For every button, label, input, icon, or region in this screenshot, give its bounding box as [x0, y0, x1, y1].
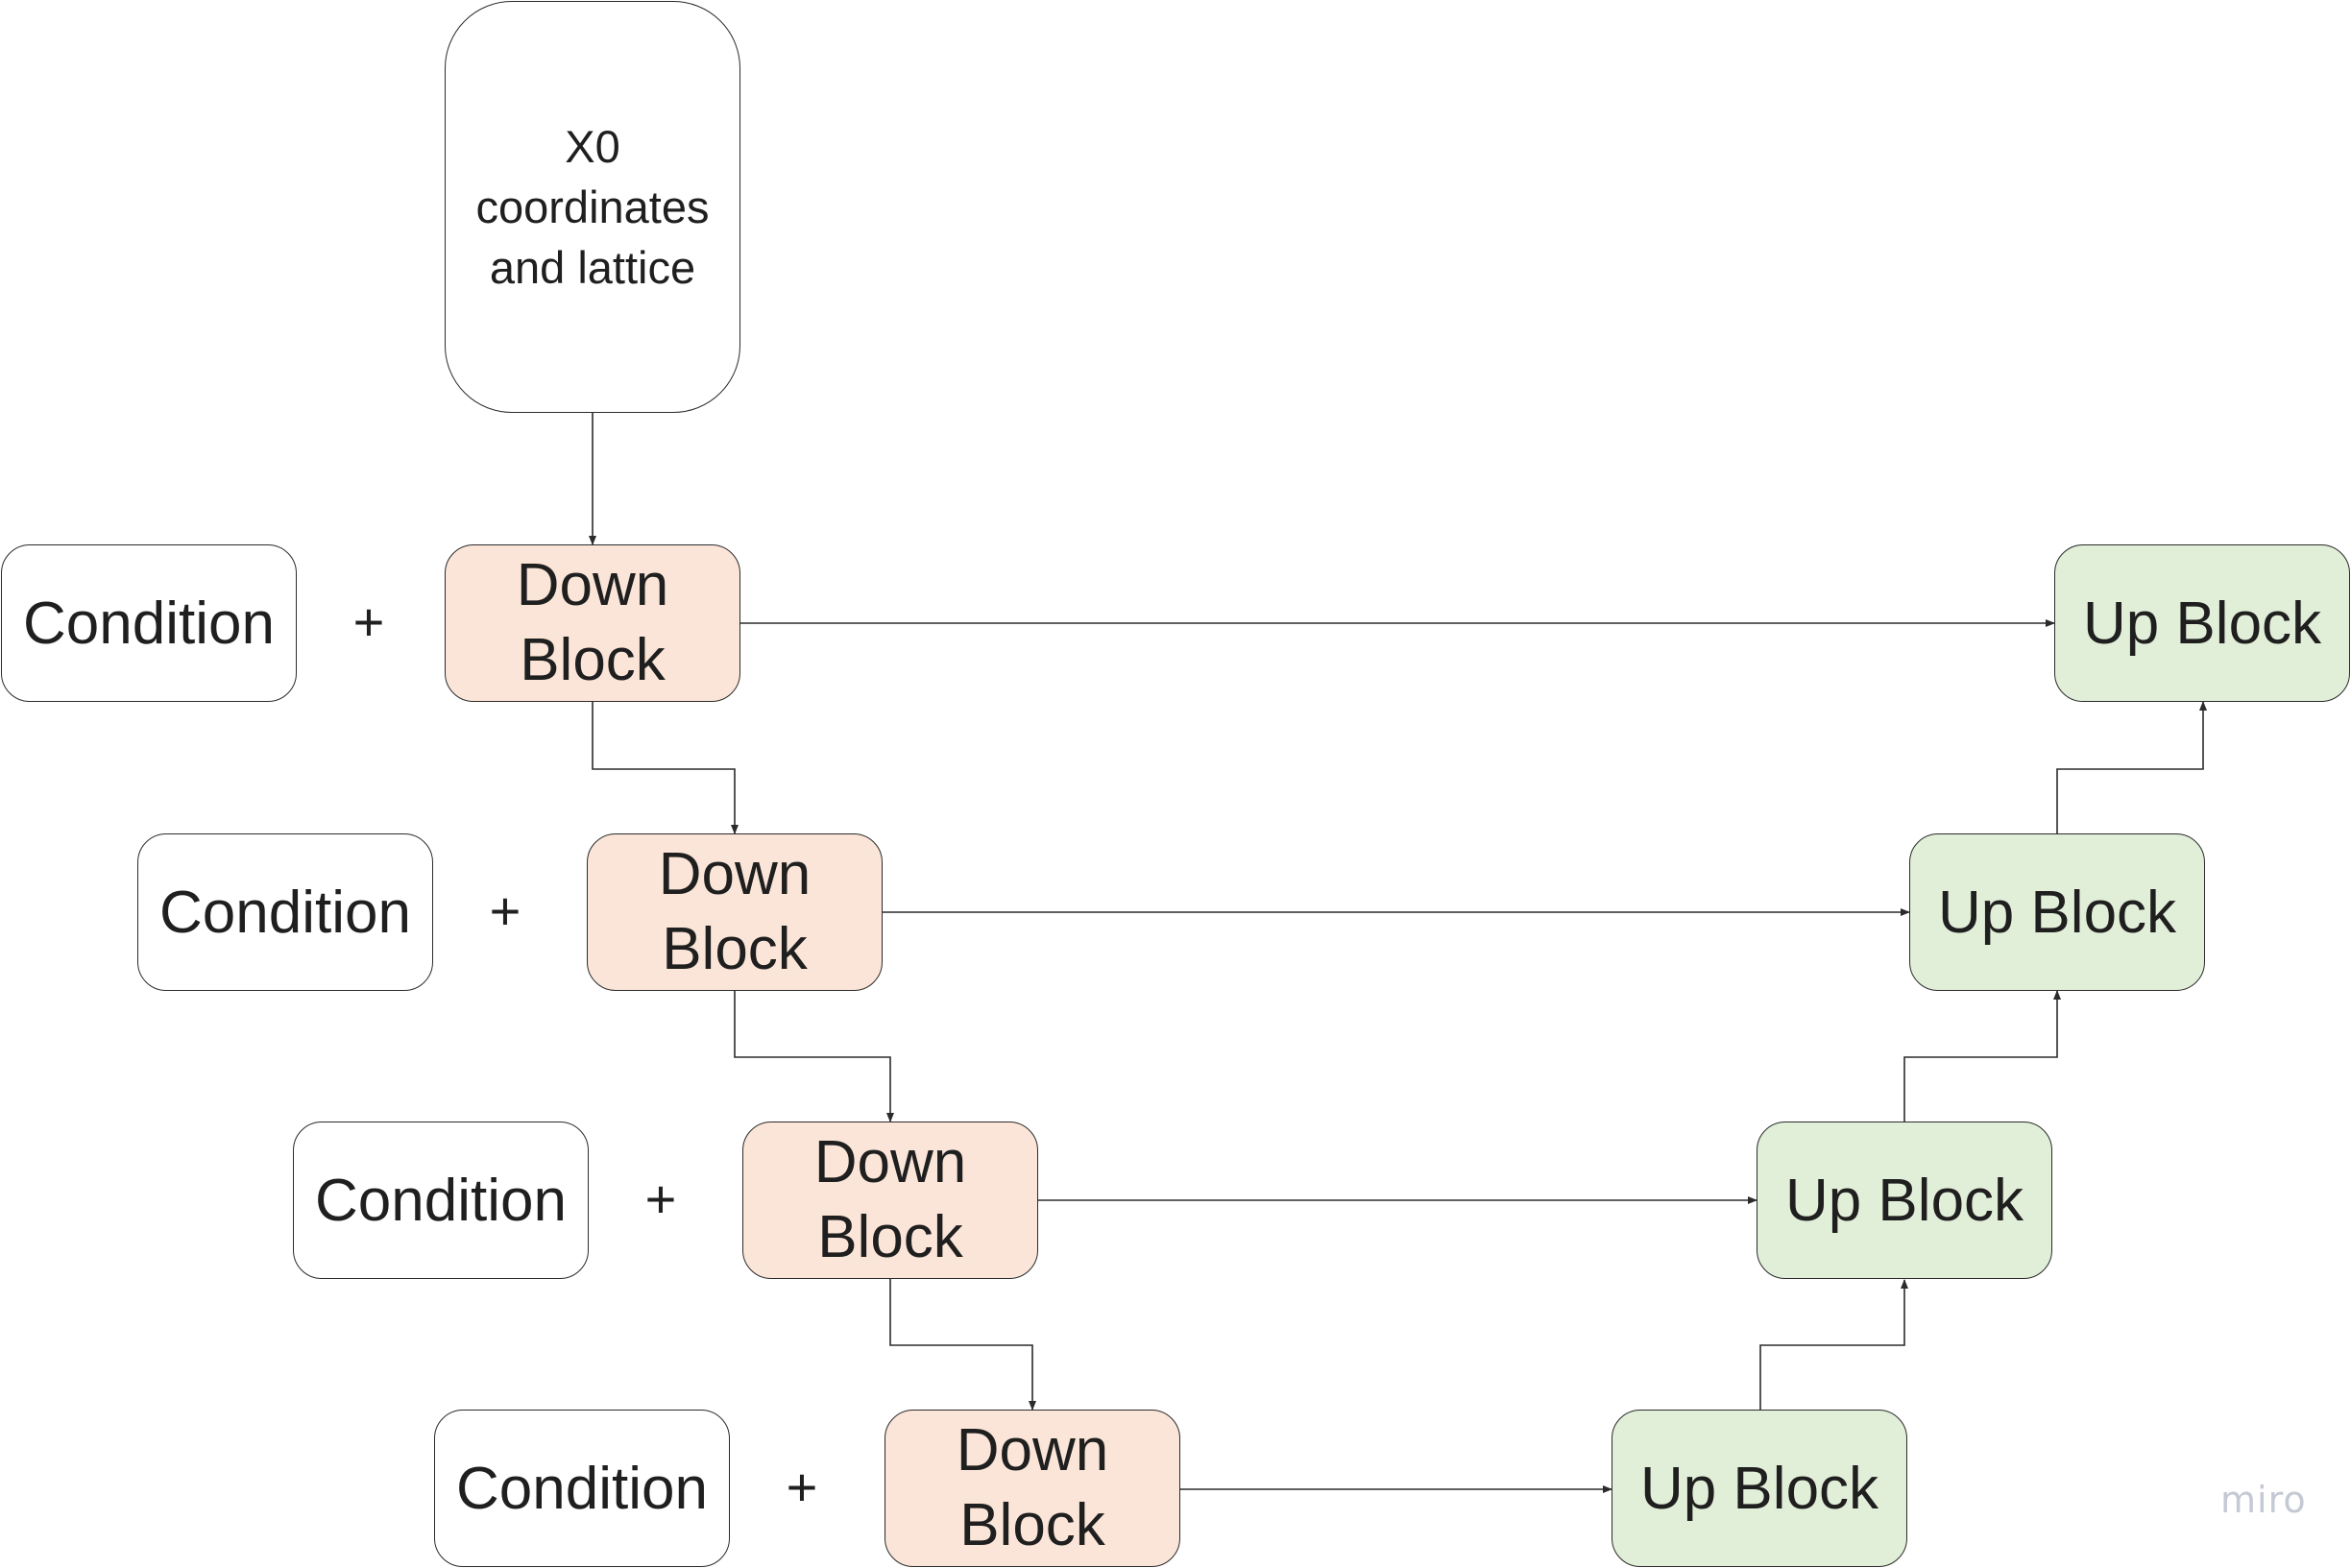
up-block-label-4: Up Block: [1639, 1455, 1879, 1522]
up-block-1: Up Block: [2054, 544, 2350, 702]
up-block-3: Up Block: [1757, 1122, 2052, 1279]
input-node-x0: X0 coordinates and lattice: [445, 1, 740, 413]
miro-watermark: miro: [2220, 1479, 2307, 1521]
arrow-up-3-to-up-2: [1903, 990, 2061, 1122]
up-block-label-2: Up Block: [1937, 879, 2177, 946]
down-block-label-4: Down Block: [956, 1417, 1109, 1558]
arrow-up-2-to-up-1: [2056, 701, 2207, 833]
down-block-2: Down Block: [587, 833, 883, 991]
down-block-label-3: Down Block: [813, 1129, 967, 1270]
down-block-label-2: Down Block: [658, 841, 812, 982]
up-block-2: Up Block: [1909, 833, 2205, 991]
plus-sign-1: +: [352, 591, 385, 652]
arrow-down-3-to-down-4: [889, 1279, 1036, 1411]
plus-sign-3: +: [644, 1169, 677, 1229]
condition-label-4: Condition: [456, 1455, 708, 1522]
up-block-4: Up Block: [1612, 1410, 1907, 1567]
plus-sign-2: +: [489, 880, 521, 941]
arrow-up-4-to-up-3: [1759, 1279, 1908, 1410]
condition-node-2: Condition: [137, 833, 433, 991]
arrow-down-1-to-down-2: [592, 702, 739, 834]
condition-node-3: Condition: [293, 1122, 589, 1279]
down-block-3: Down Block: [742, 1122, 1038, 1279]
condition-label-2: Condition: [159, 879, 411, 946]
up-block-label-3: Up Block: [1784, 1167, 2024, 1234]
condition-node-4: Condition: [434, 1410, 730, 1567]
condition-label-1: Condition: [23, 590, 275, 657]
condition-node-1: Condition: [1, 544, 297, 702]
up-block-label-1: Up Block: [2082, 590, 2322, 657]
down-block-4: Down Block: [885, 1410, 1180, 1567]
condition-label-3: Condition: [315, 1167, 567, 1234]
arrow-down-2-to-down-3: [734, 991, 894, 1122]
input-node-label: X0 coordinates and lattice: [475, 121, 710, 293]
down-block-label-1: Down Block: [516, 552, 669, 693]
down-block-1: Down Block: [445, 544, 740, 702]
plus-sign-4: +: [786, 1457, 818, 1517]
